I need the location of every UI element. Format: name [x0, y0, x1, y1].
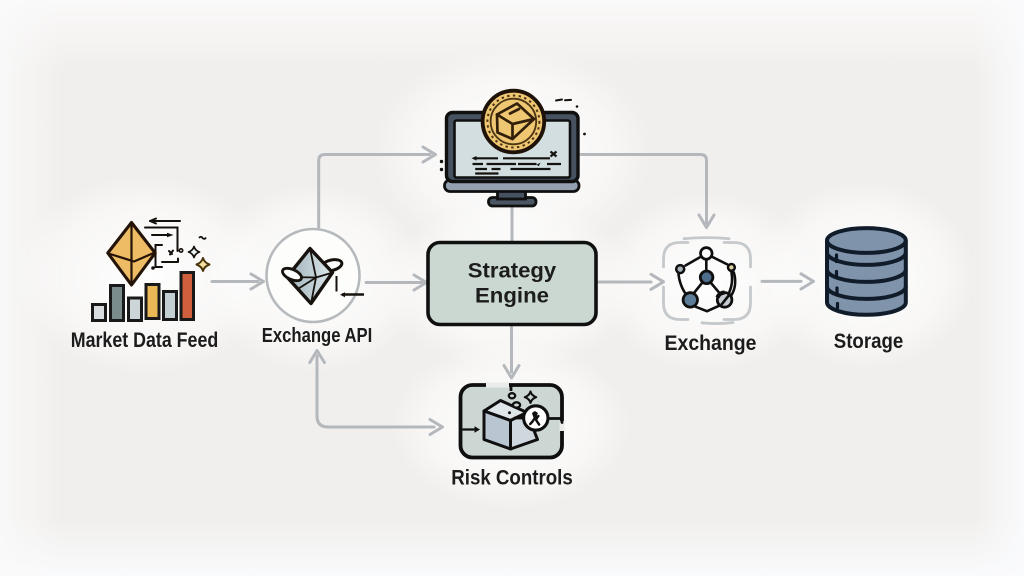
- svg-text:Strategy: Strategy: [468, 259, 557, 283]
- svg-text:Risk Controls: Risk Controls: [451, 466, 573, 490]
- svg-text:Exchange: Exchange: [665, 332, 757, 355]
- svg-text:Storage: Storage: [834, 330, 904, 353]
- svg-text:Exchange API: Exchange API: [262, 324, 373, 347]
- svg-text:Market Data Feed: Market Data Feed: [71, 328, 219, 352]
- svg-text:Engine: Engine: [475, 284, 549, 308]
